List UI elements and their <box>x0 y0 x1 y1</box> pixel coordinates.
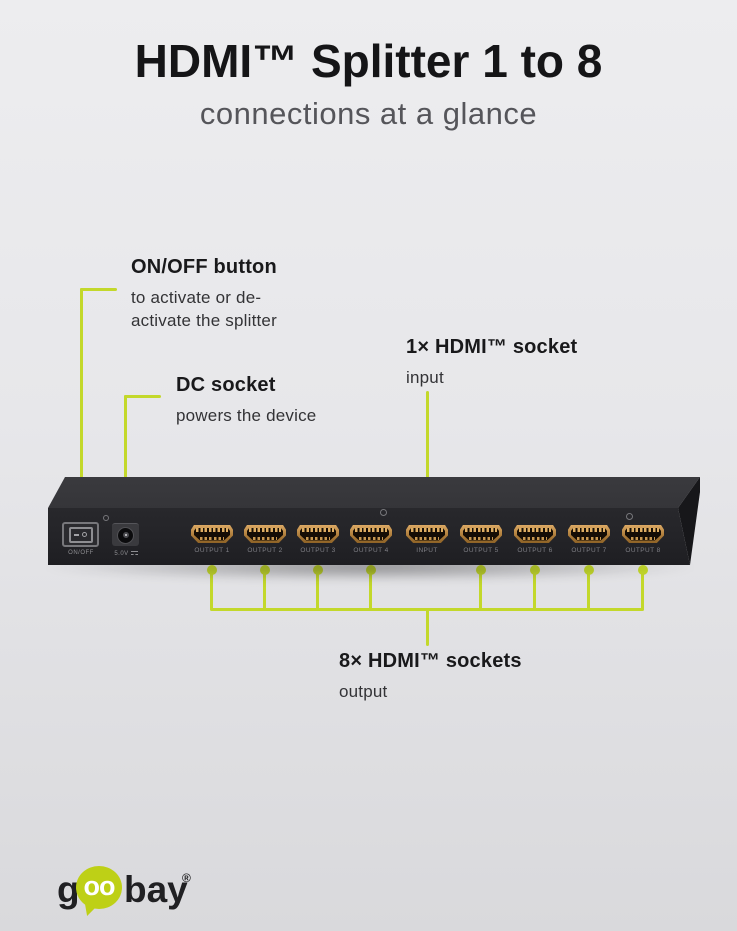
power-switch[interactable] <box>62 522 99 547</box>
page-title: HDMI™ Splitter 1 to 8 <box>134 35 603 87</box>
annotation-hdmi-outputs: 8× HDMI™ sockets output <box>339 650 522 703</box>
hdmi-port-pins <box>577 537 601 540</box>
annotation-power-heading: ON/OFF button <box>131 256 277 278</box>
annotation-input-line1: input <box>406 368 444 387</box>
port-label: OUTPUT 2 <box>247 547 283 554</box>
output-bracket-stem <box>426 608 429 646</box>
hdmi-port-pins <box>306 537 330 540</box>
goobay-logo-bay: bay <box>124 869 188 910</box>
hdmi-port-pins <box>573 528 605 532</box>
hdmi-port-pins <box>196 528 228 532</box>
hdmi-port-pins <box>415 537 439 540</box>
output1-connector-line <box>210 570 213 610</box>
annotation-power-button: ON/OFF button to activate or de- activat… <box>131 256 277 332</box>
hdmi-port-pins <box>411 528 443 532</box>
annotation-dc-heading: DC socket <box>176 374 276 396</box>
dc-current-symbol <box>130 551 138 555</box>
hdmi-port-pins <box>253 537 277 540</box>
power-rocker[interactable] <box>68 526 93 543</box>
hdmi-port-pins <box>469 537 493 540</box>
hdmi-port-output-4[interactable]: OUTPUT 4 <box>350 525 392 554</box>
annotation-dc-line1: powers the device <box>176 406 317 425</box>
hdmi-port-output-2[interactable]: OUTPUT 2 <box>244 525 286 554</box>
dc-socket-pin <box>122 532 129 538</box>
hdmi-port-pins <box>519 528 551 532</box>
annotation-output-heading: 8× HDMI™ sockets <box>339 650 522 672</box>
annotation-output-line1: output <box>339 682 388 701</box>
screw-icon <box>626 513 633 520</box>
goobay-logo-g: g <box>57 869 80 910</box>
hdmi-port-output-3[interactable]: OUTPUT 3 <box>297 525 339 554</box>
hdmi-port-pins <box>465 528 497 532</box>
output7-connector-line <box>587 570 590 610</box>
output6-connector-line <box>533 570 536 610</box>
port-label: OUTPUT 4 <box>353 547 389 554</box>
annotation-dc-socket: DC socket powers the device <box>176 374 316 427</box>
port-label: OUTPUT 5 <box>463 547 499 554</box>
power-connector-elbow <box>80 288 117 291</box>
output2-connector-line <box>263 570 266 610</box>
dc-voltage-label: 5.0V <box>104 551 148 557</box>
hdmi-port-pins <box>631 537 655 540</box>
port-label: OUTPUT 3 <box>300 547 336 554</box>
switch-on-mark <box>73 533 79 536</box>
port-label: OUTPUT 7 <box>571 547 607 554</box>
hdmi-port-pins <box>359 537 383 540</box>
output3-connector-line <box>316 570 319 610</box>
output4-connector-line <box>369 570 372 610</box>
power-connector-line <box>80 288 83 516</box>
hdmi-port-output-8[interactable]: OUTPUT 8 <box>622 525 664 554</box>
registered-trademark-icon: ® <box>182 871 191 885</box>
hdmi-port-pins <box>523 537 547 540</box>
hdmi-port-pins <box>249 528 281 532</box>
annotation-input-heading: 1× HDMI™ socket <box>406 336 578 358</box>
hdmi-port-output-7[interactable]: OUTPUT 7 <box>568 525 610 554</box>
input-connector-line <box>426 391 429 514</box>
hdmi-port-output-5[interactable]: OUTPUT 5 <box>460 525 502 554</box>
annotation-power-line1: to activate or de- <box>131 288 262 307</box>
goobay-logo-oo: oo <box>83 871 116 901</box>
dc-socket-hole <box>117 526 134 544</box>
dc-power-socket[interactable] <box>112 523 139 546</box>
annotation-hdmi-input: 1× HDMI™ socket input <box>406 336 577 389</box>
device-top-face <box>48 477 700 508</box>
page-subtitle: connections at a glance <box>199 96 538 131</box>
port-label: OUTPUT 1 <box>194 547 230 554</box>
port-label: OUTPUT 8 <box>625 547 661 554</box>
hdmi-port-pins <box>200 537 224 540</box>
hdmi-port-pins <box>355 528 387 532</box>
hdmi-port-output-1[interactable]: OUTPUT 1 <box>191 525 233 554</box>
annotation-power-line2: activate the splitter <box>131 311 277 330</box>
dc-voltage-text: 5.0V <box>114 551 129 557</box>
dc-connector-line <box>124 395 127 516</box>
dc-connector-elbow <box>124 395 161 398</box>
power-switch-label: ON/OFF <box>68 550 94 556</box>
port-label: INPUT <box>416 547 438 554</box>
hdmi-port-pins <box>627 528 659 532</box>
goobay-logo-bubble: oo <box>76 866 122 909</box>
port-label: OUTPUT 6 <box>517 547 553 554</box>
hdmi-port-input[interactable]: INPUT <box>406 525 448 554</box>
switch-off-mark <box>82 532 88 537</box>
screw-icon <box>380 509 387 516</box>
output5-connector-line <box>479 570 482 610</box>
output8-connector-line <box>641 570 644 610</box>
screw-icon <box>103 515 109 521</box>
hdmi-port-output-6[interactable]: OUTPUT 6 <box>514 525 556 554</box>
hdmi-port-pins <box>302 528 334 532</box>
